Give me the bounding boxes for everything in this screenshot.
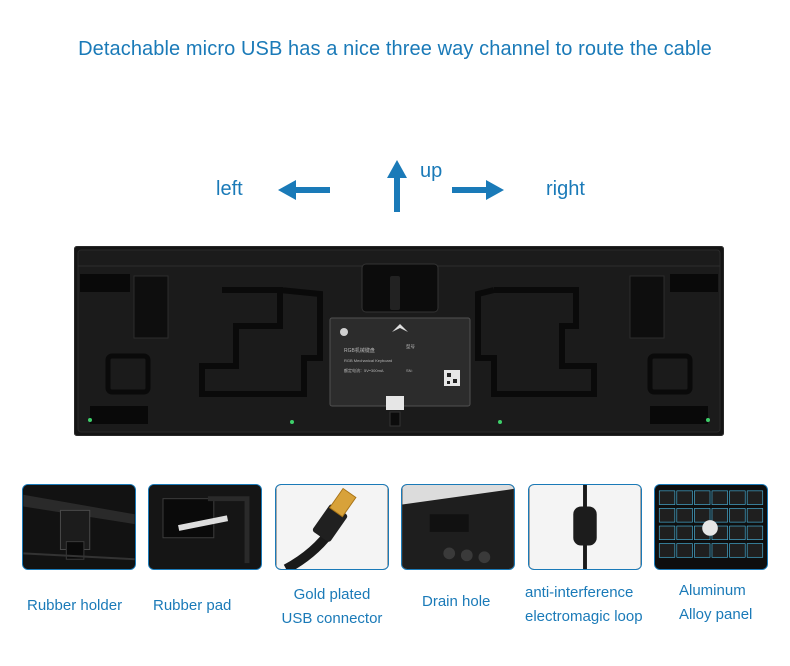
caption-line: Aluminum — [679, 582, 746, 599]
feature-thumb-aluminum-panel — [654, 484, 768, 570]
arrow-up-icon — [387, 160, 407, 212]
arrow-right-icon — [452, 180, 504, 200]
feature-thumb-rubber-holder — [22, 484, 136, 570]
caption-line: Gold plated — [293, 586, 371, 603]
feature-thumb-drain-hole — [401, 484, 515, 570]
caption-line: anti-interference — [525, 584, 634, 601]
feature-caption-rubber-pad: Rubber pad — [153, 594, 231, 618]
caption-line: Alloy panel — [679, 606, 753, 623]
label-en-title: RGB Mechanical Keyboard — [344, 358, 392, 363]
feature-thumb-rubber-pad — [148, 484, 262, 570]
caption-line: USB connector — [281, 610, 383, 627]
feature-caption-rubber-holder: Rubber holder — [27, 594, 122, 618]
feature-caption-aluminum-panel: Aluminum Alloy panel — [679, 579, 752, 627]
feature-caption-drain-hole: Drain hole — [422, 590, 490, 614]
caption-line: electromagic loop — [525, 608, 643, 625]
direction-left-label: left — [216, 178, 243, 200]
feature-strip: Rubber holder Rubber pad Gold plated USB… — [0, 484, 790, 654]
feature-caption-usb-connector: Gold plated USB connector — [280, 583, 384, 631]
label-cn-title: RGB机械键盘 — [344, 347, 375, 354]
feature-thumb-usb-connector — [275, 484, 389, 570]
caption-line: Drain hole — [422, 593, 491, 610]
caption-line: Rubber holder — [27, 597, 123, 614]
headline: Detachable micro USB has a nice three wa… — [78, 38, 712, 60]
feature-thumb-emi-loop — [528, 484, 642, 570]
label-model: 型号 — [406, 343, 415, 350]
label-sn: SN: — [406, 368, 413, 373]
keyboard-underside-image: RGB机械键盘 RGB Mechanical Keyboard 额定电流：5V⎯… — [74, 246, 724, 436]
feature-caption-emi-loop: anti-interference electromagic loop — [525, 581, 643, 629]
arrow-left-icon — [278, 180, 330, 200]
direction-right-label: right — [546, 178, 585, 200]
label-power: 额定电流：5V⎯300mA — [344, 367, 384, 373]
direction-up-label: up — [420, 160, 443, 182]
caption-line: Rubber pad — [153, 597, 232, 614]
